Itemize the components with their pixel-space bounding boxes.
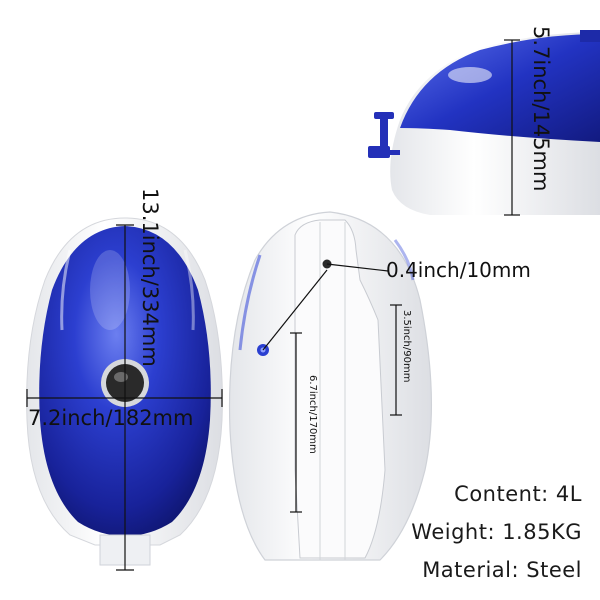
tank-side-view <box>368 30 600 215</box>
hole-diameter-label: 0.4inch/10mm <box>386 258 531 282</box>
weight-spec: Weight: 1.85KG <box>411 520 582 544</box>
tunnel-width-label: 3.5inch/90mm <box>401 310 412 383</box>
tunnel-length-label: 6.7inch/170mm <box>307 375 318 454</box>
height-label: 5.7inch/145mm <box>529 26 553 192</box>
material-spec: Material: Steel <box>422 558 582 582</box>
content-spec: Content: 4L <box>454 482 582 506</box>
width-label: 7.2inch/182mm <box>28 406 194 430</box>
hole-leader-line <box>262 269 328 351</box>
length-label: 13.1inch/334mm <box>138 188 162 367</box>
